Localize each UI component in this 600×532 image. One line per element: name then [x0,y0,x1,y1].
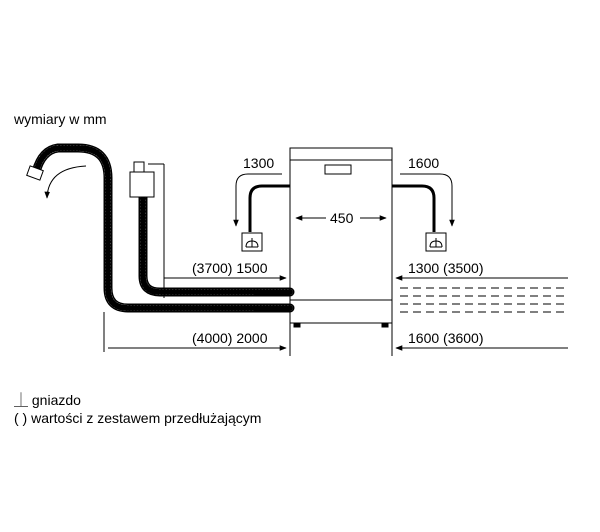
dishwasher [289,147,393,328]
extension-legend-symbol: ( ) [14,410,28,426]
hose-right-upper-label: 1300 (3500) [408,260,484,276]
drain-hose [138,191,295,297]
hose-left-lower-label: (4000) 2000 [192,330,268,346]
drain-pipe-right [392,184,436,232]
drain-pipe-left [248,184,290,232]
width-label: 450 [330,210,354,226]
hose-dimension-lines [103,270,568,356]
foot-right [381,322,389,328]
hose-continuation-dashes [400,287,568,313]
hose-left-upper-label: (3700) 1500 [192,260,268,276]
legend-socket: ⏊ gniazdo [14,390,81,410]
door-handle [324,164,352,175]
inlet-hose [31,143,295,313]
socket-icon-left [241,232,263,252]
inlet-swing-arc [44,165,87,199]
units-note: wymiary w mm [13,111,107,127]
inlet-hose-connector [26,165,44,181]
foot-left [293,322,301,328]
drain-right-label: 1600 [408,155,439,171]
socket-legend-icon: ⏊ [14,392,28,408]
dishwasher-body [289,147,393,324]
socket-legend-label: gniazdo [31,392,81,408]
drain-left-label: 1300 [243,155,274,171]
drain-arrow-right [400,173,455,227]
socket-icon-right [425,232,447,252]
aquastop-valve [129,161,155,198]
drain-arrow-left [233,173,282,227]
hose-right-lower-label: 1600 (3600) [408,330,484,346]
extension-legend-label: wartości z zestawem przedłużającym [31,410,262,426]
legend-extension: ( ) wartości z zestawem przedłużającym [14,410,261,426]
